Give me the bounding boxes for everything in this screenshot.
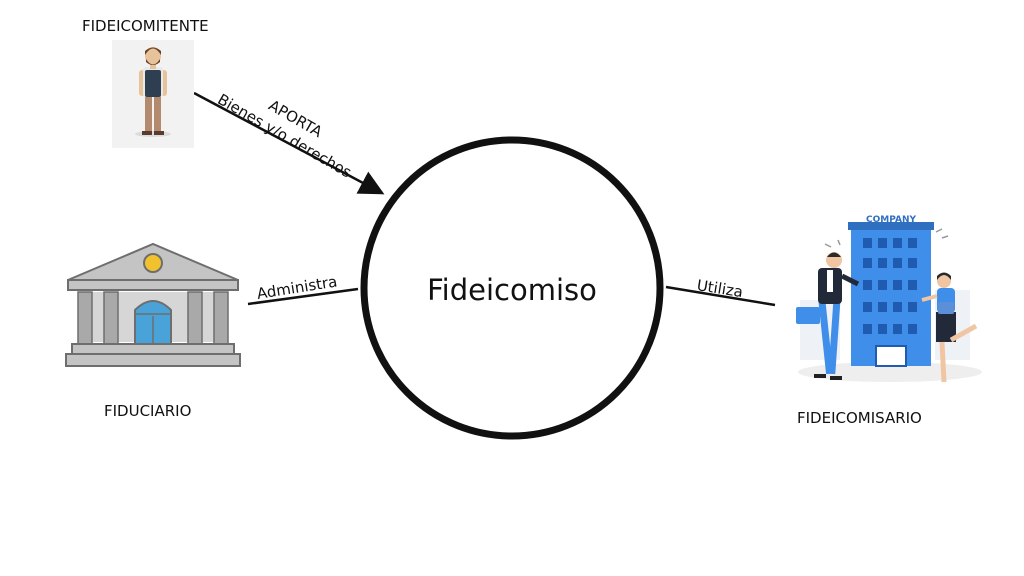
fideicomitente-label: FIDEICOMITENTE bbox=[82, 17, 209, 35]
fideicomiso-circle bbox=[360, 136, 664, 440]
fideicomiso-label: Fideicomiso bbox=[427, 273, 597, 307]
company-building-people-icon: COMPANY bbox=[796, 215, 982, 383]
fiduciario-label: FIDUCIARIO bbox=[104, 402, 192, 420]
man-illustration-icon bbox=[112, 40, 194, 148]
line-utiliza bbox=[665, 285, 776, 307]
company-sign: COMPANY bbox=[866, 215, 916, 225]
arrow-aporta bbox=[193, 91, 385, 195]
line-administra bbox=[247, 287, 359, 306]
fideicomisario-label: FIDEICOMISARIO bbox=[797, 409, 922, 427]
bank-building-icon bbox=[65, 242, 241, 367]
